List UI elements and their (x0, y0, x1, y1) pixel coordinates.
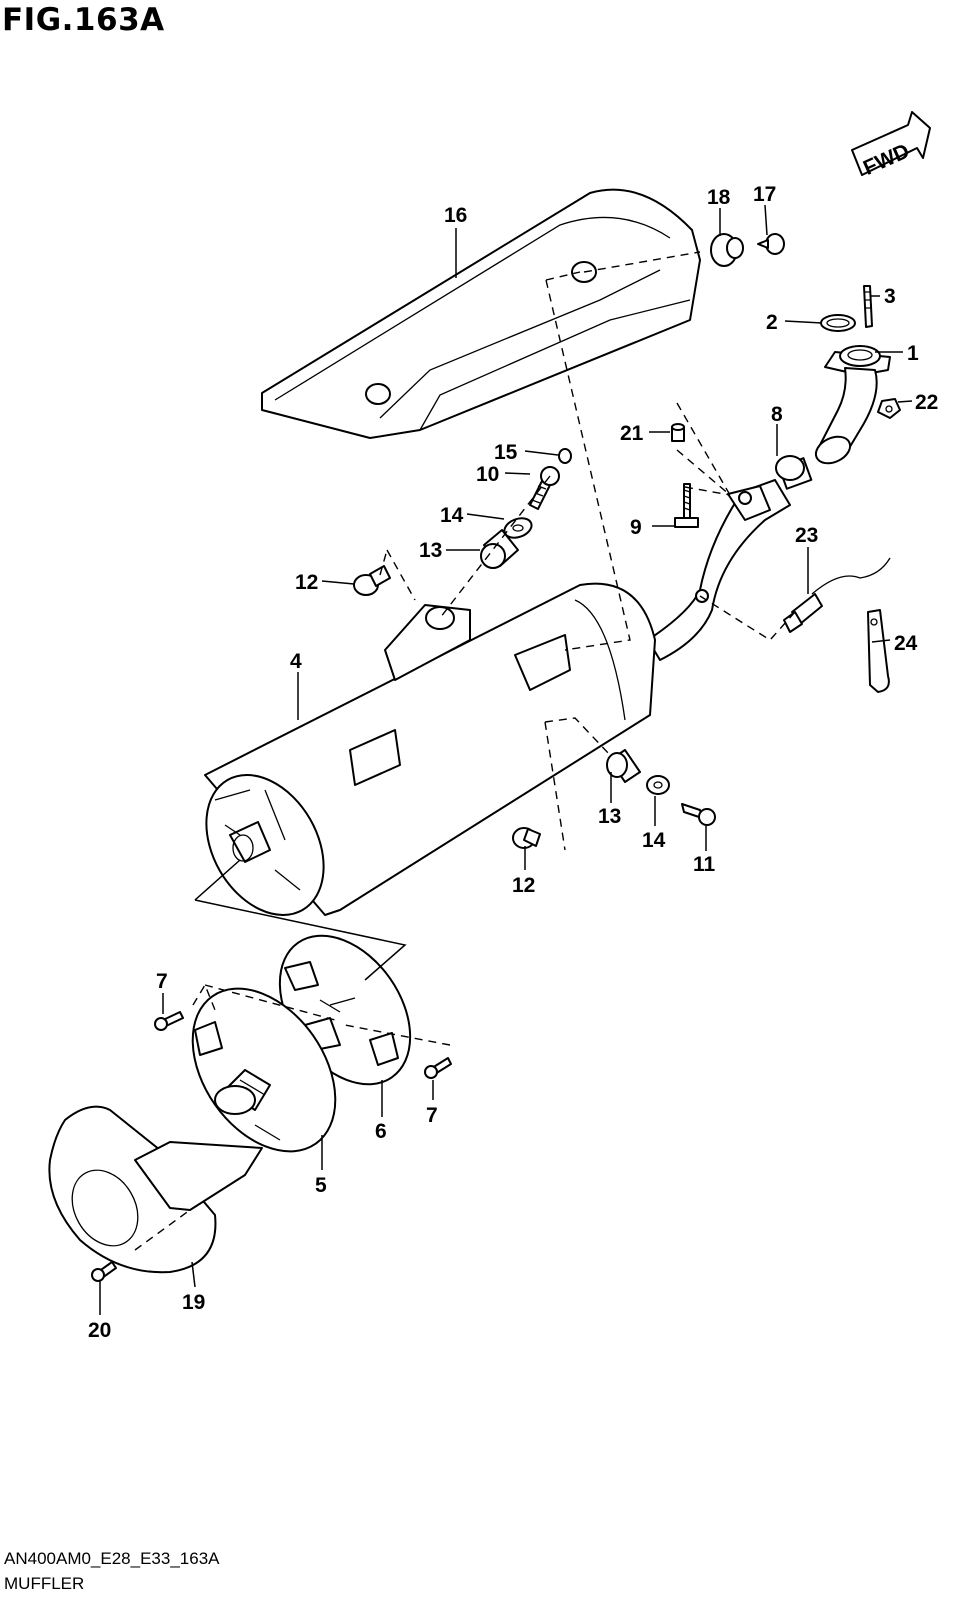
callout-16: 16 (444, 204, 467, 227)
screw-part-7-left[interactable] (154, 1011, 184, 1031)
callout-15: 15 (494, 441, 518, 464)
assembly-line-clamp (676, 402, 731, 496)
pin-part-12-lower[interactable] (512, 827, 541, 849)
pin-part-12-upper[interactable] (353, 565, 391, 596)
callout-7-left: 7 (156, 970, 168, 993)
callout-5: 5 (315, 1174, 327, 1197)
callout-3: 3 (884, 285, 896, 308)
oxygen-sensor-part-23[interactable] (783, 557, 891, 633)
cap-part-15[interactable] (558, 448, 572, 464)
gasket-part-2[interactable] (820, 314, 856, 332)
callout-12-upper: 12 (295, 571, 318, 594)
stud-part-3[interactable] (863, 285, 873, 328)
front-pipe-section (647, 479, 791, 661)
callout-18: 18 (707, 186, 731, 209)
callout-6: 6 (375, 1120, 387, 1143)
callout-19: 19 (182, 1291, 205, 1314)
tail-cover-part-5[interactable] (163, 962, 365, 1178)
callout-23: 23 (795, 524, 818, 547)
heat-shield-part-16[interactable] (261, 188, 701, 439)
callout-21: 21 (620, 422, 644, 445)
callout-9: 9 (630, 516, 642, 539)
screw-part-20[interactable] (91, 1261, 117, 1282)
exhaust-pipe-part-1[interactable] (812, 345, 891, 468)
leader-lines (99, 204, 913, 1315)
muffler-body-part-4[interactable] (182, 582, 656, 936)
callout-24: 24 (894, 632, 918, 655)
callout-14-lower: 14 (642, 829, 666, 852)
fwd-arrow-icon: FWD (851, 111, 931, 180)
washer-part-14-upper[interactable] (502, 515, 534, 541)
assembly-line-shield-grommet (545, 251, 701, 651)
bolt-part-9[interactable] (674, 483, 699, 528)
joint-gasket-part-8[interactable] (775, 455, 813, 490)
callout-4: 4 (290, 650, 302, 673)
callout-11: 11 (693, 853, 716, 876)
callout-10: 10 (476, 463, 499, 486)
grommet-part-18[interactable] (710, 233, 744, 267)
assembly-line-lower-mount (544, 717, 611, 851)
screw-part-17[interactable] (757, 233, 785, 255)
figure-description: MUFFLER (4, 1574, 85, 1593)
callout-7-right: 7 (426, 1104, 438, 1127)
washer-part-14-lower[interactable] (646, 775, 670, 795)
assembly-line-protector (134, 1209, 191, 1251)
nut-part-22[interactable] (877, 398, 901, 419)
callout-2: 2 (766, 311, 778, 334)
callout-17: 17 (753, 183, 776, 206)
callout-22: 22 (915, 391, 938, 414)
exploded-view-guide-lines (194, 859, 407, 981)
callout-14-upper: 14 (440, 504, 464, 527)
end-protector-part-19[interactable] (48, 1105, 263, 1274)
callout-20: 20 (88, 1319, 111, 1342)
callout-12-lower: 12 (512, 874, 535, 897)
assembly-line-end-cap (192, 983, 451, 1046)
grommet-part-13-upper[interactable] (480, 529, 519, 569)
assembly-line-bolt-stack (379, 475, 551, 619)
bushing-part-21[interactable] (671, 423, 685, 442)
callout-13-upper: 13 (419, 539, 442, 562)
figure-title: FIG.163A (2, 2, 165, 38)
callout-13-lower: 13 (598, 805, 621, 828)
bolt-part-10[interactable] (529, 466, 560, 510)
screw-part-7-right[interactable] (424, 1057, 452, 1079)
callout-1: 1 (907, 342, 919, 365)
figure-code: AN400AM0_E28_E33_163A (4, 1549, 220, 1568)
grommet-part-13-lower[interactable] (606, 749, 641, 783)
bolt-part-11[interactable] (681, 803, 716, 826)
callout-8: 8 (771, 403, 783, 426)
bracket-part-24[interactable] (867, 609, 890, 693)
